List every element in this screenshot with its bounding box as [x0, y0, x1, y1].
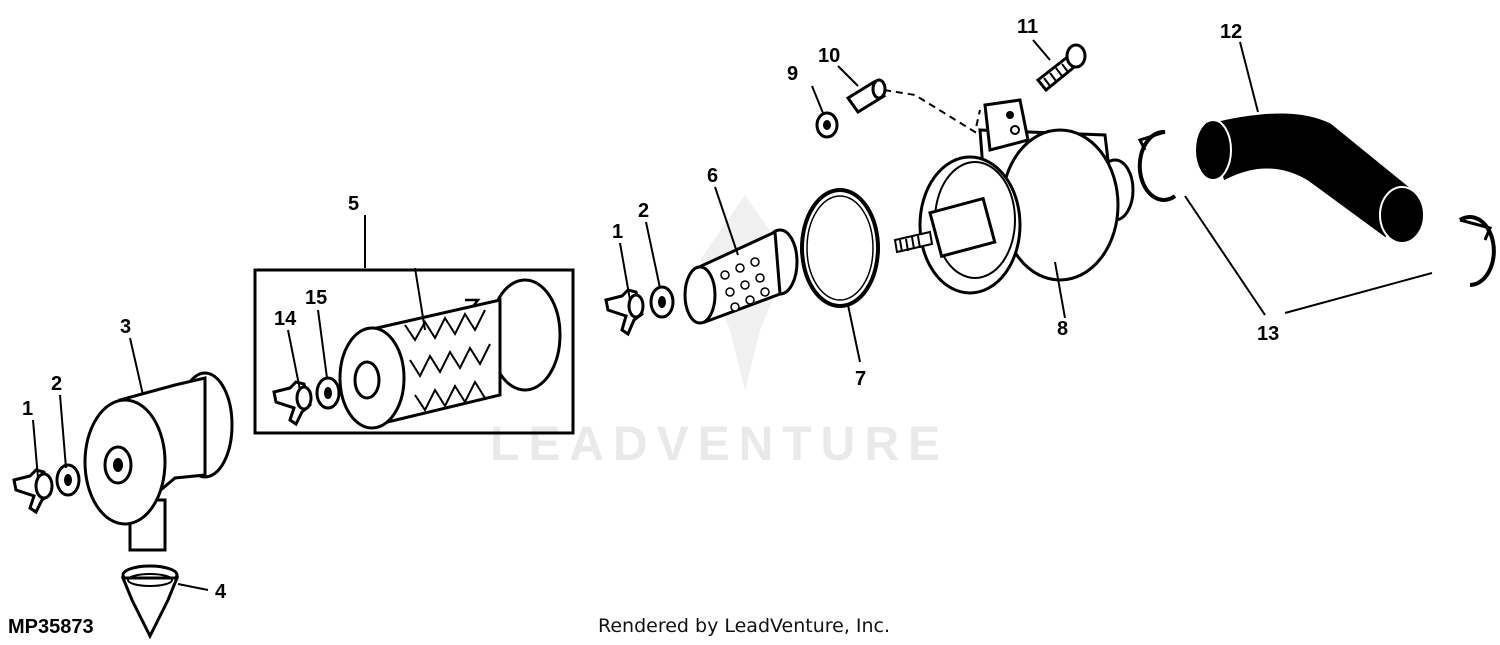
part-10-spacer: [845, 78, 887, 115]
callout-13: 13: [1257, 323, 1279, 345]
watermark-text: LEADVENTURE: [490, 418, 949, 471]
callout-14: 14: [274, 308, 297, 330]
callout-12: 12: [1220, 21, 1242, 43]
part-2-washer-right: [649, 285, 675, 319]
callout-4: 4: [215, 581, 227, 603]
part-1-wing-nut-right: [604, 288, 645, 337]
callout-1-right: 1: [612, 221, 623, 243]
part-13-hose-clamps: [1137, 129, 1496, 287]
kit-box-5: [253, 268, 575, 435]
part-14-wing-nut: [272, 380, 313, 427]
render-credit: Rendered by LeadVenture, Inc.: [598, 615, 890, 637]
part-2-washer-left: [55, 463, 81, 497]
callout-5: 5: [348, 193, 359, 215]
leader-lines: [32, 39, 1433, 591]
part-12-intake-hose: [1194, 113, 1425, 244]
callout-3: 3: [120, 316, 131, 338]
part-8-air-cleaner-body: [893, 98, 1135, 295]
part-11-bolt: [1035, 43, 1087, 93]
figure-id: MP35873: [8, 616, 94, 638]
callout-2-right: 2: [638, 200, 649, 222]
assembly-path-dashed: [883, 89, 981, 134]
part-7-gasket: [800, 188, 880, 308]
callout-9: 9: [787, 63, 798, 85]
callout-11: 11: [1017, 16, 1038, 38]
callout-8: 8: [1057, 318, 1068, 340]
part-5-filter-element: [338, 278, 562, 430]
callout-7: 7: [855, 368, 866, 390]
callout-15: 15: [305, 287, 327, 309]
part-1-wing-nut-left: [12, 468, 54, 515]
part-15-washer: [315, 376, 341, 410]
part-3-filter-housing: [83, 371, 234, 552]
part-6-safety-element: [683, 228, 799, 325]
callout-6: 6: [707, 165, 718, 187]
part-4-dust-cap: [120, 564, 180, 640]
part-9-nut: [815, 111, 839, 139]
callout-2-left: 2: [51, 373, 62, 395]
callout-10: 10: [818, 45, 840, 67]
callout-1-left: 1: [22, 398, 33, 420]
